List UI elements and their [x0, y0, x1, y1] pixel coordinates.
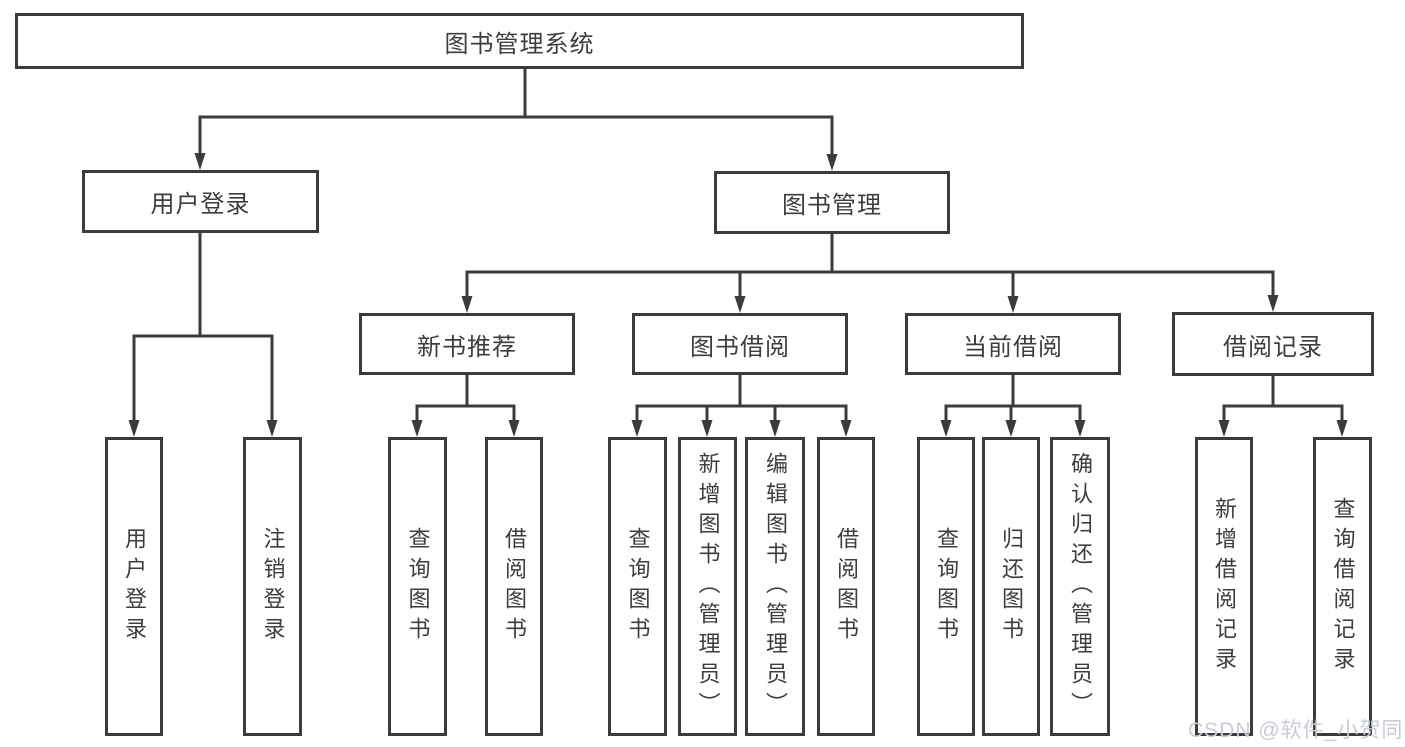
node-borrowing-records: 借阅记录	[1172, 312, 1374, 376]
node-logout: 注销登录	[243, 437, 302, 736]
node-label-add-books-admin: 新增图书（管理员）	[695, 451, 721, 722]
node-label-query-books-1: 查询图书	[405, 526, 431, 647]
node-borrow-books-1: 借阅图书	[485, 437, 543, 736]
node-confirm-return-admin: 确认归还（管理员）	[1050, 437, 1110, 736]
node-label-system-root: 图书管理系统	[444, 30, 595, 58]
node-label-return-books: 归还图书	[999, 526, 1024, 647]
node-label-current-borrowing: 当前借阅	[963, 333, 1063, 361]
node-borrow-books-2: 借阅图书	[817, 437, 875, 736]
node-user-login: 用户登录	[105, 437, 163, 736]
arrowhead-icon	[940, 420, 952, 437]
node-label-book-borrowing: 图书借阅	[690, 333, 790, 361]
arrowhead-icon	[1007, 296, 1019, 313]
node-query-books-3: 查询图书	[917, 437, 975, 736]
arrowhead-icon	[734, 296, 746, 313]
node-label-new-book-recommend: 新书推荐	[417, 333, 517, 361]
arrowhead-icon	[701, 420, 713, 437]
arrowhead-icon	[411, 420, 423, 437]
node-book-management: 图书管理	[714, 171, 950, 234]
arrowhead-icon	[826, 154, 838, 171]
node-label-user-login-group: 用户登录	[150, 191, 251, 218]
node-label-add-borrow-record: 新增借阅记录	[1212, 496, 1237, 677]
arrowhead-icon	[194, 153, 206, 170]
arrowhead-icon	[840, 420, 852, 437]
node-label-confirm-return-admin: 确认归还（管理员）	[1068, 451, 1093, 722]
arrowhead-icon	[1074, 420, 1086, 437]
arrowhead-icon	[1218, 420, 1230, 437]
node-label-query-borrow-record: 查询借阅记录	[1330, 496, 1356, 677]
node-new-book-recommend: 新书推荐	[359, 313, 575, 375]
arrowhead-icon	[631, 420, 643, 437]
arrowhead-icon	[1267, 295, 1279, 312]
node-label-borrow-books-1: 借阅图书	[502, 526, 527, 647]
arrowhead-icon	[1005, 420, 1017, 437]
arrowhead-icon	[769, 420, 781, 437]
node-label-edit-books-admin: 编辑图书（管理员）	[763, 451, 788, 722]
arrowhead-icon	[508, 420, 520, 437]
node-label-query-books-2: 查询图书	[625, 526, 651, 647]
arrowhead-icon	[1336, 420, 1348, 437]
node-user-login-group: 用户登录	[82, 170, 319, 233]
node-book-borrowing: 图书借阅	[632, 313, 848, 375]
node-label-logout: 注销登录	[260, 526, 286, 647]
arrowhead-icon	[461, 296, 473, 313]
node-label-user-login: 用户登录	[122, 526, 147, 647]
node-system-root: 图书管理系统	[15, 13, 1024, 69]
watermark-text: CSDN @软件_小贺同学	[1188, 719, 1405, 742]
node-add-borrow-record: 新增借阅记录	[1195, 437, 1253, 736]
arrowhead-icon	[266, 420, 278, 437]
node-edit-books-admin: 编辑图书（管理员）	[745, 437, 805, 736]
node-label-book-management: 图书管理	[782, 192, 882, 219]
node-label-query-books-3: 查询图书	[934, 526, 959, 647]
node-query-books-2: 查询图书	[608, 437, 667, 736]
node-label-borrowing-records: 借阅记录	[1223, 333, 1323, 361]
node-label-borrow-books-2: 借阅图书	[834, 526, 859, 647]
node-query-books-1: 查询图书	[388, 437, 447, 736]
arrowhead-icon	[128, 420, 140, 437]
node-current-borrowing: 当前借阅	[905, 313, 1121, 375]
node-return-books: 归还图书	[982, 437, 1040, 736]
node-add-books-admin: 新增图书（管理员）	[678, 437, 737, 736]
node-query-borrow-record: 查询借阅记录	[1313, 437, 1372, 736]
